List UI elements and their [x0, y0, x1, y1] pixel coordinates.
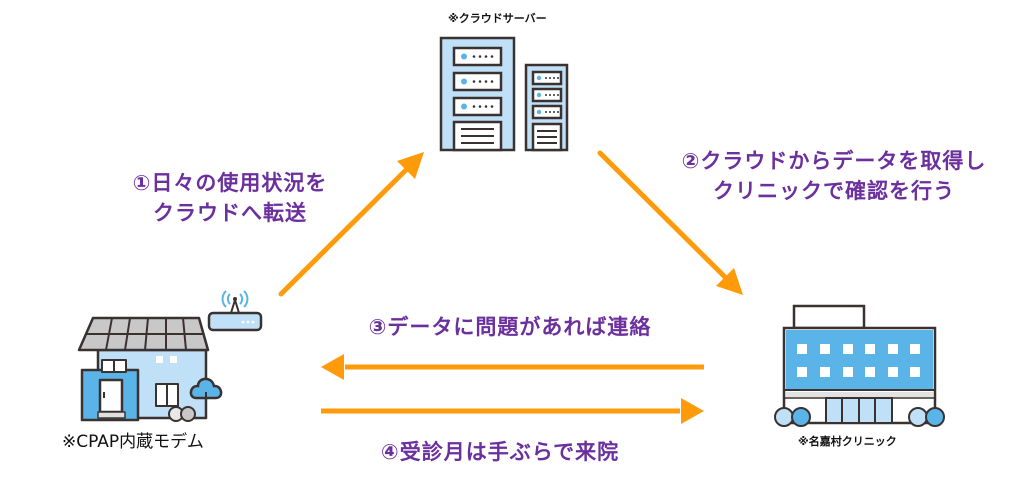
step2-text: ②クラウドからデータを取得し クリニックで確認を行う: [664, 146, 1004, 206]
house-icon: [77, 316, 210, 422]
clinic-building-icon: [774, 304, 945, 427]
step1-line2: クラウドへ転送: [153, 201, 307, 225]
home-modem-label: ※CPAP内蔵モデム: [62, 432, 204, 452]
server-indicator-lights: [461, 53, 559, 115]
step4-line1: ④受診月は手ぶらで来院: [380, 440, 620, 464]
step3-line1: ③データに問題があれば連絡: [368, 315, 652, 339]
tree-icon: [168, 377, 223, 422]
clinic-label: ※名嘉村クリニック: [798, 435, 897, 448]
step3-text: ③データに問題があれば連絡: [350, 312, 670, 342]
arrow-step2-cloud-to-clinic: [597, 150, 743, 295]
step2-line2: クリニックで確認を行う: [713, 179, 955, 203]
step1-text: ①日々の使用状況を クラウドへ転送: [110, 168, 350, 228]
arrow-step1-home-to-cloud: [278, 152, 424, 297]
arrow-step3-clinic-to-home: [321, 354, 704, 380]
router-icon: [207, 290, 263, 332]
step1-line1: ①日々の使用状況を: [132, 171, 328, 195]
cloud-server-label: ※クラウドサーバー: [448, 12, 547, 25]
step4-text: ④受診月は手ぶらで来院: [360, 437, 640, 467]
clinic-windows: [797, 344, 920, 377]
cloud-server-icon: [439, 36, 569, 152]
arrow-step4-home-to-clinic: [321, 398, 704, 424]
step2-line1: ②クラウドからデータを取得し: [681, 149, 987, 173]
house-windows: [156, 356, 177, 363]
